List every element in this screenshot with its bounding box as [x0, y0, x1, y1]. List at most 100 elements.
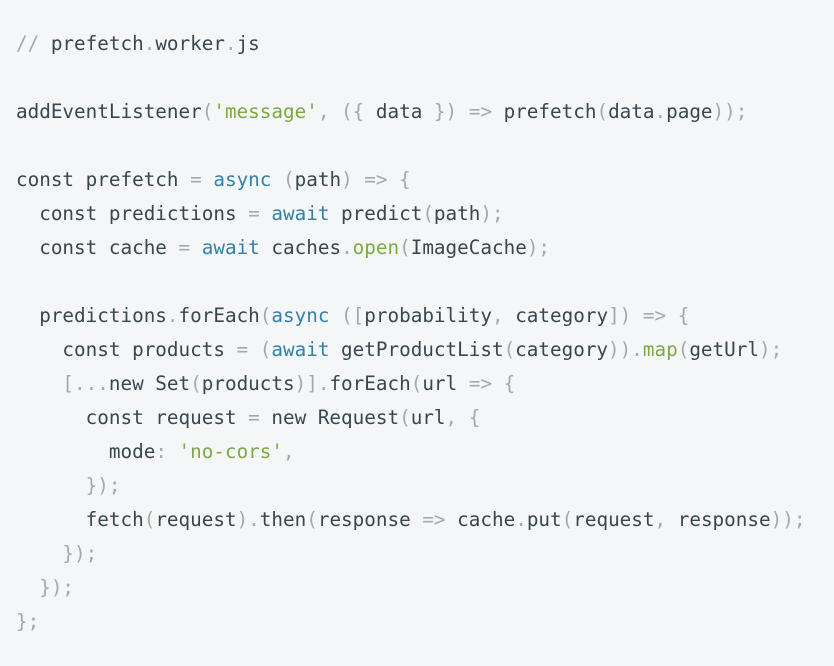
code-token: path	[433, 202, 481, 225]
code-line	[16, 61, 818, 95]
code-token: (	[190, 372, 202, 395]
code-token: await	[271, 338, 330, 361]
code-line: const products = (await getProductList(c…	[16, 333, 818, 367]
code-token: (	[201, 100, 214, 123]
code-line: const request = new Request(url, {	[16, 401, 818, 435]
code-token: 'no-cors'	[178, 440, 284, 463]
code-token: prefetch	[50, 32, 144, 55]
code-token: );	[480, 202, 504, 225]
code-token: open	[352, 236, 400, 259]
code-token: worker	[155, 32, 225, 55]
code-token: (	[422, 202, 434, 225]
code-token: ,	[654, 508, 678, 531]
code-token: const cache	[16, 236, 167, 259]
code-token: )].	[294, 372, 330, 395]
code-token: =>	[410, 508, 458, 531]
code-line: fetch(request).then(response => cache.pu…	[16, 503, 818, 537]
code-token: ImageCache	[410, 236, 527, 259]
code-token: (	[259, 304, 272, 327]
code-token: [...	[16, 372, 109, 395]
code-token: const prefetch	[16, 168, 179, 191]
code-token: response	[317, 508, 411, 531]
code-token: .	[654, 100, 667, 123]
code-token: map	[642, 338, 678, 361]
code-token: products	[201, 372, 295, 395]
code-token: probability	[364, 304, 492, 327]
code-line: });	[16, 537, 818, 571]
code-token: (	[677, 338, 690, 361]
code-token: page	[666, 100, 713, 123]
code-token: ));	[770, 508, 806, 531]
code-token: request	[573, 508, 655, 531]
code-token: const products	[16, 338, 225, 361]
code-token: caches	[259, 236, 342, 259]
code-line: addEventListener('message', ({ data }) =…	[16, 95, 818, 129]
code-token: });	[16, 542, 98, 565]
code-token: }) =>	[422, 100, 504, 123]
code-line: const cache = await caches.open(ImageCac…	[16, 231, 818, 265]
code-token: .	[224, 32, 237, 55]
code-token: getUrl	[689, 338, 759, 361]
code-token: ,	[491, 304, 516, 327]
code-token: url	[422, 372, 458, 395]
code-token: predictions	[16, 304, 167, 327]
code-token: , {	[445, 406, 481, 429]
code-token: addEventListener	[16, 100, 202, 123]
code-token: );	[526, 236, 551, 259]
code-token: url	[410, 406, 446, 429]
code-token: ,	[283, 440, 295, 463]
code-token: async	[271, 304, 330, 327]
code-token: ));	[712, 100, 748, 123]
code-token: new Request	[271, 406, 400, 429]
code-token: new Set	[108, 372, 191, 395]
code-token: .	[515, 508, 527, 531]
code-token: };	[16, 610, 40, 633]
code-token: ]) => {	[608, 304, 690, 327]
code-line: };	[16, 605, 818, 639]
code-token: = (	[224, 338, 272, 361]
code-token: await	[271, 202, 330, 225]
code-token: ) => {	[341, 168, 411, 191]
code-line: });	[16, 469, 818, 503]
code-token: )).	[608, 338, 643, 361]
code-line: [...new Set(products)].forEach(url => {	[16, 367, 818, 401]
code-token: , ({	[317, 100, 376, 123]
code-line	[16, 129, 818, 163]
code-token: then	[259, 508, 307, 531]
code-line: mode: 'no-cors',	[16, 435, 818, 469]
code-token: (	[410, 372, 423, 395]
code-token: cache	[457, 508, 516, 531]
code-token: js	[236, 32, 260, 55]
code-token: ([	[329, 304, 365, 327]
code-token: =	[166, 236, 202, 259]
code-token: async	[213, 168, 272, 191]
code-line: const predictions = await predict(path);	[16, 197, 818, 231]
code-token: });	[16, 576, 75, 599]
code-token: );	[758, 338, 783, 361]
code-token: //	[16, 32, 51, 55]
code-token: (	[143, 508, 156, 531]
code-token: category	[515, 338, 609, 361]
code-token: fetch	[16, 508, 144, 531]
code-token: =	[236, 406, 272, 429]
code-token: => {	[457, 372, 516, 395]
code-token: const request	[16, 406, 237, 429]
code-token: :	[155, 440, 179, 463]
code-line: predictions.forEach(async ([probability,…	[16, 299, 818, 333]
code-token: (	[399, 406, 411, 429]
code-token: data	[608, 100, 655, 123]
code-token: (	[306, 508, 318, 531]
code-token: forEach	[178, 304, 260, 327]
code-line	[16, 265, 818, 299]
code-token: (	[271, 168, 295, 191]
code-token: request	[155, 508, 237, 531]
code-token: path	[294, 168, 342, 191]
code-token: prefetch	[503, 100, 597, 123]
code-token: put	[526, 508, 562, 531]
code-line: // prefetch.worker.js	[16, 27, 818, 61]
code-token: ).	[236, 508, 260, 531]
code-token: .	[143, 32, 156, 55]
code-token: (	[503, 338, 516, 361]
code-token: mode	[16, 440, 156, 463]
